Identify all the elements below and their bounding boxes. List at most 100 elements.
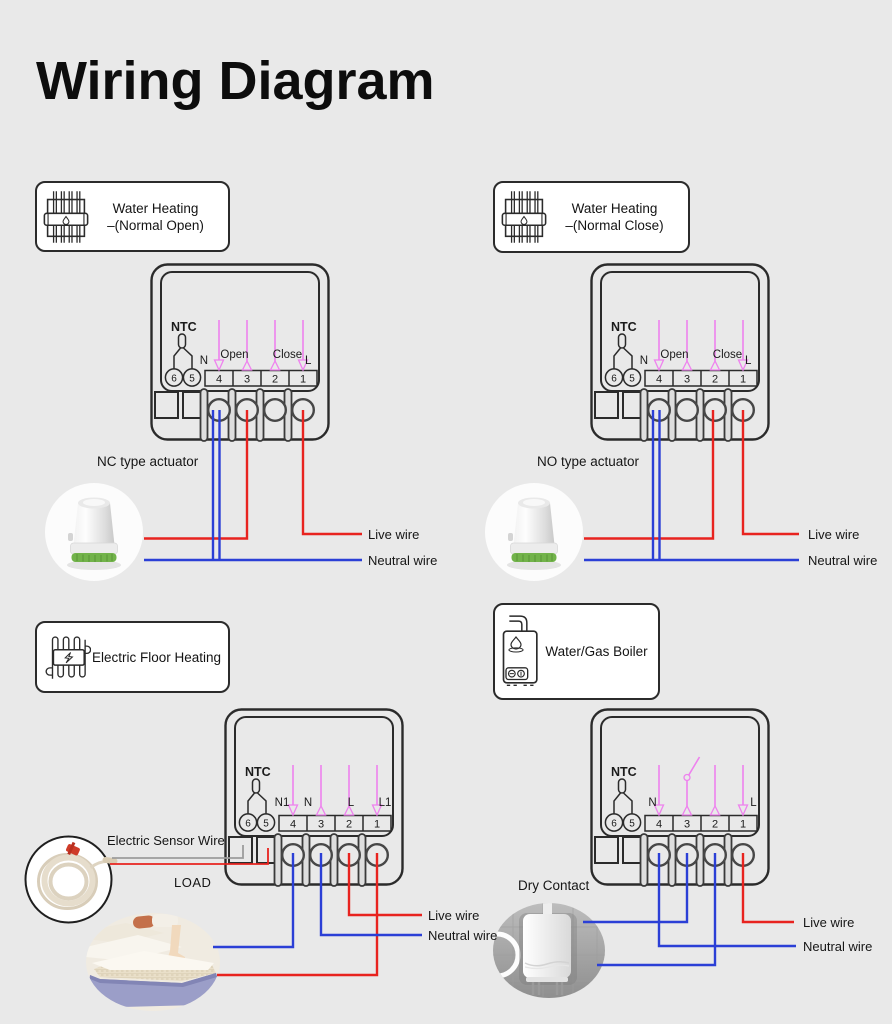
- label-n1: N1: [275, 797, 290, 809]
- box-title: Water/Gas Boiler: [545, 644, 648, 659]
- sensor-wire-photo: [24, 835, 118, 924]
- terminal-2: 2: [712, 818, 718, 830]
- water-heating-open-box: Water Heating –(Normal Open): [35, 181, 230, 252]
- floor-heating-photo: [86, 913, 220, 1011]
- electric-sensor-wire-caption: Electric Sensor Wire: [107, 833, 225, 848]
- live-wire: [741, 853, 794, 924]
- load-caption: LOAD: [174, 875, 212, 890]
- no-actuator-photo: [484, 482, 584, 582]
- terminal-1: 1: [740, 818, 746, 830]
- terminal-1: 1: [300, 373, 306, 385]
- ntc-label: NTC: [611, 765, 637, 779]
- water-gas-boiler-box: Water/Gas Boiler: [493, 603, 660, 700]
- terminal-2: 2: [272, 373, 278, 385]
- live-wire: [347, 853, 422, 917]
- actuator-close-wire: [584, 410, 715, 540]
- neutral-wire: [657, 853, 796, 948]
- neutral-wire: [319, 853, 422, 937]
- sensor-wire-red: [110, 848, 269, 865]
- terminal-3: 3: [684, 373, 690, 385]
- terminal-6: 6: [611, 819, 617, 830]
- terminal-5: 5: [189, 374, 195, 385]
- terminal-2: 2: [346, 818, 352, 830]
- load-neutral-wire: [213, 853, 295, 949]
- label-open: Open: [660, 349, 688, 361]
- device-2-labels: NTC 6 5 4 3 2 1 N Open Close L: [611, 320, 752, 385]
- ntc-label: NTC: [611, 320, 637, 334]
- nc-actuator-caption: NC type actuator: [97, 454, 199, 469]
- live-wire-label: Live wire: [808, 527, 860, 542]
- terminal-5: 5: [629, 374, 635, 385]
- label-l: L: [745, 355, 752, 367]
- water-heating-close-box: Water Heating –(Normal Close): [493, 181, 690, 253]
- terminal-4: 4: [290, 818, 296, 830]
- actuator-open-wire: [144, 410, 249, 540]
- boiler-photo: [493, 903, 605, 998]
- panel-3-wires: [110, 845, 422, 977]
- heating-manifold-icon: [43, 190, 89, 243]
- sensor-wire: [112, 845, 244, 859]
- label-close: Close: [273, 349, 302, 361]
- label-l: L: [348, 797, 355, 809]
- panel-2-wires: [584, 410, 799, 562]
- label-open: Open: [220, 349, 248, 361]
- signal-arrows-device-4: [653, 756, 749, 816]
- gas-boiler-icon: [502, 614, 538, 686]
- box-title: Water Heating –(Normal Open): [89, 200, 222, 234]
- nc-actuator-photo: [44, 482, 144, 582]
- no-actuator-caption: NO type actuator: [537, 454, 640, 469]
- neutral-wire-label: Neutral wire: [428, 928, 498, 943]
- device-4-labels: NTC 6 5 4 3 2 1 N L: [611, 765, 757, 830]
- live-wire-label: Live wire: [803, 915, 855, 930]
- neutral-wire-label: Neutral wire: [808, 553, 878, 568]
- terminal-6: 6: [611, 374, 617, 385]
- box-title: Electric Floor Heating: [91, 649, 222, 665]
- terminal-6: 6: [245, 819, 251, 830]
- panel-4-wires: [583, 853, 796, 967]
- floor-heating-coil-icon: [45, 636, 91, 679]
- terminal-5: 5: [263, 819, 269, 830]
- device-1-labels: NTC 6 5 4 3 2 1 N Open Close L: [171, 320, 312, 385]
- label-n: N: [640, 355, 648, 367]
- dry-contact-switch-symbol: [681, 756, 701, 816]
- label-l: L: [750, 797, 757, 809]
- box-title-line2: –(Normal Open): [107, 217, 204, 233]
- neutral-wire-label: Neutral wire: [368, 553, 438, 568]
- box-title: Water Heating –(Normal Close): [547, 200, 682, 234]
- ntc-label: NTC: [245, 765, 271, 779]
- heating-manifold-icon: [501, 191, 547, 243]
- label-l1: L1: [379, 797, 392, 809]
- box-title-line1: Water Heating: [112, 200, 199, 216]
- live-wire: [741, 410, 799, 536]
- terminal-4: 4: [216, 373, 222, 385]
- live-wire-label: Live wire: [428, 908, 480, 923]
- terminal-2: 2: [712, 373, 718, 385]
- terminal-3: 3: [244, 373, 250, 385]
- neutral-wire-label: Neutral wire: [803, 939, 873, 954]
- device-3-labels: NTC 6 5 4 3 2 1 N1 N L L1: [245, 765, 391, 830]
- terminal-4: 4: [656, 818, 662, 830]
- label-n: N: [648, 797, 656, 809]
- label-close: Close: [713, 349, 742, 361]
- terminal-6: 6: [171, 374, 177, 385]
- terminal-3: 3: [684, 818, 690, 830]
- label-n: N: [200, 355, 208, 367]
- terminal-3: 3: [318, 818, 324, 830]
- box-title-line1: Water Heating: [571, 201, 658, 216]
- live-wire-label: Live wire: [368, 527, 420, 542]
- terminal-5: 5: [629, 819, 635, 830]
- panel-1-wires: [144, 410, 362, 562]
- terminal-1: 1: [740, 373, 746, 385]
- live-wire: [301, 410, 362, 536]
- boiler-contact-wire: [583, 853, 689, 924]
- ntc-label: NTC: [171, 320, 197, 334]
- terminal-4: 4: [656, 373, 662, 385]
- electric-floor-heating-box: Electric Floor Heating: [35, 621, 230, 693]
- label-n: N: [304, 797, 312, 809]
- dry-contact-caption: Dry Contact: [518, 878, 590, 893]
- page-title: Wiring Diagram: [36, 51, 435, 111]
- box-title-line2: –(Normal Close): [565, 218, 664, 233]
- label-l: L: [305, 355, 312, 367]
